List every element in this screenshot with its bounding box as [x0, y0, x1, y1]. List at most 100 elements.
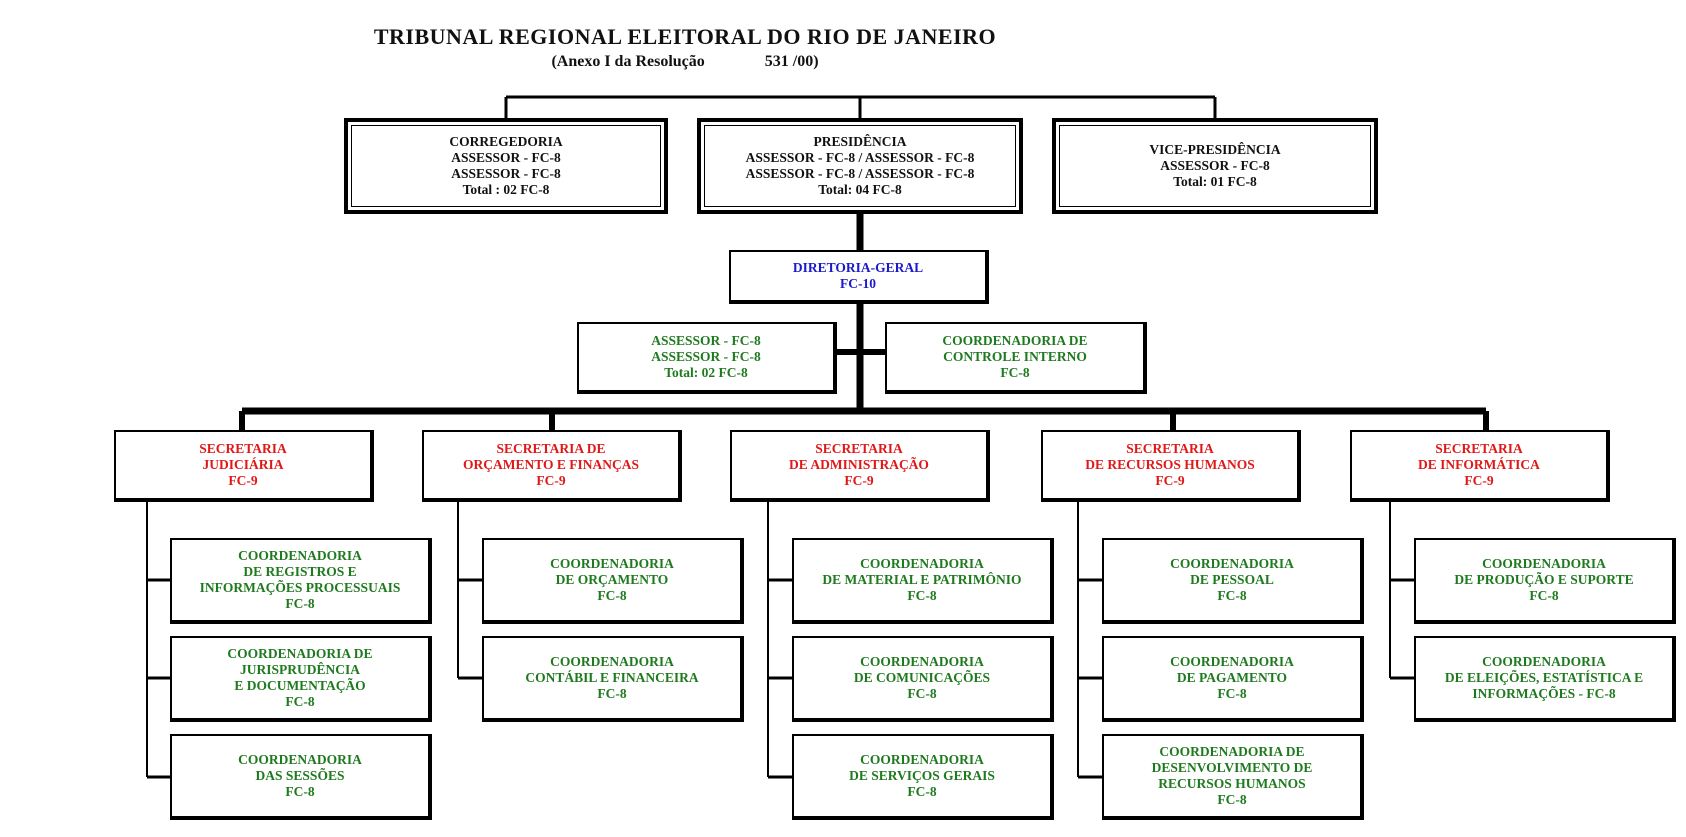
box-line: ASSESSOR - FC-8 [451, 150, 561, 165]
box-line: COORDENADORIA [238, 548, 362, 563]
box-line: DIRETORIA-GERAL [792, 260, 924, 275]
box-line: COORDENADORIA [550, 654, 674, 669]
box-line: COORDENADORIA DE [227, 646, 373, 661]
box-line: DE PAGAMENTO [1176, 670, 1288, 685]
coordenadoria-producao-suporte-box: COORDENADORIA DE PRODUÇÃO E SUPORTE FC-8 [1414, 538, 1676, 624]
box-line: SECRETARIA [1126, 441, 1214, 456]
box-line: ASSESSOR - FC-8 / ASSESSOR - FC-8 [745, 166, 975, 181]
secretaria-administracao-box: SECRETARIA DE ADMINISTRAÇÃO FC-9 [730, 430, 990, 502]
box-line: FC-10 [840, 276, 876, 291]
box-line: Total: 04 FC-8 [818, 182, 902, 197]
box-line: Total: 01 FC-8 [1173, 174, 1257, 189]
box-line: FC-9 [536, 473, 566, 488]
box-line: SECRETARIA DE [496, 441, 606, 456]
box-line: VICE-PRESIDÊNCIA [1149, 142, 1281, 157]
box-line: Total: 02 FC-8 [664, 365, 748, 380]
secretaria-orcamento-financas-box: SECRETARIA DE ORÇAMENTO E FINANÇAS FC-9 [422, 430, 682, 502]
box-line: JURISPRUDÊNCIA [239, 662, 360, 677]
box-line: COORDENADORIA [1482, 654, 1606, 669]
box-line: FC-8 [1529, 588, 1559, 603]
box-line: DE COMUNICAÇÕES [853, 670, 991, 685]
box-line: FC-9 [1155, 473, 1185, 488]
box-line: COORDENADORIA [550, 556, 674, 571]
box-line: SECRETARIA [199, 441, 287, 456]
box-line: COORDENADORIA [1170, 654, 1294, 669]
coordenadoria-comunicacoes-box: COORDENADORIA DE COMUNICAÇÕES FC-8 [792, 636, 1054, 722]
coordenadoria-desenvolvimento-box: COORDENADORIA DE DESENVOLVIMENTO DE RECU… [1102, 734, 1364, 820]
box-line: DE MATERIAL E PATRIMÔNIO [822, 572, 1022, 587]
box-line: ASSESSOR - FC-8 [1160, 158, 1270, 173]
box-line: FC-8 [1217, 792, 1247, 807]
box-line: FC-8 [907, 588, 937, 603]
chart-title: TRIBUNAL REGIONAL ELEITORAL DO RIO DE JA… [373, 24, 997, 49]
assessor-box: ASSESSOR - FC-8 ASSESSOR - FC-8 Total: 0… [577, 322, 837, 394]
box-line: FC-8 [907, 784, 937, 799]
box-line: COORDENADORIA [1170, 556, 1294, 571]
box-line: FC-8 [1000, 365, 1030, 380]
box-line: FC-8 [597, 588, 627, 603]
box-line: DE RECURSOS HUMANOS [1085, 457, 1255, 472]
box-line: COORDENADORIA [860, 654, 984, 669]
box-line: DAS SESSÕES [255, 768, 345, 783]
box-line: DE REGISTROS E [243, 564, 357, 579]
coordenadoria-pessoal-box: COORDENADORIA DE PESSOAL FC-8 [1102, 538, 1364, 624]
box-line: FC-8 [285, 784, 315, 799]
box-line: COORDENADORIA [860, 556, 984, 571]
box-line: SECRETARIA [815, 441, 903, 456]
box-line: DE SERVIÇOS GERAIS [849, 768, 995, 783]
box-line: FC-8 [907, 686, 937, 701]
box-line: DESENVOLVIMENTO DE [1151, 760, 1313, 775]
box-line: ASSESSOR - FC-8 [651, 333, 761, 348]
coordenadoria-contabil-box: COORDENADORIA CONTÁBIL E FINANCEIRA FC-8 [482, 636, 744, 722]
box-line: COORDENADORIA [860, 752, 984, 767]
box-line: FC-8 [285, 694, 315, 709]
box-line: JUDICIÁRIA [202, 457, 284, 472]
box-line: CONTÁBIL E FINANCEIRA [525, 670, 699, 685]
box-line: E DOCUMENTAÇÃO [234, 678, 366, 693]
box-line: DE ELEIÇÕES, ESTATÍSTICA E [1444, 670, 1644, 685]
box-line: FC-8 [597, 686, 627, 701]
box-line: DE PESSOAL [1190, 572, 1274, 587]
box-line: DE ORÇAMENTO [555, 572, 669, 587]
coordenadoria-pagamento-box: COORDENADORIA DE PAGAMENTO FC-8 [1102, 636, 1364, 722]
coordenadoria-sessoes-box: COORDENADORIA DAS SESSÕES FC-8 [170, 734, 432, 820]
coordenadoria-jurisprudencia-box: COORDENADORIA DE JURISPRUDÊNCIA E DOCUME… [170, 636, 432, 722]
vice-presidencia-box: VICE-PRESIDÊNCIA ASSESSOR - FC-8 Total: … [1052, 118, 1378, 214]
box-line: DE INFORMÁTICA [1418, 457, 1540, 472]
box-line: INFORMAÇÕES - FC-8 [1472, 686, 1616, 701]
box-line: FC-8 [285, 596, 315, 611]
secretaria-judiciaria-box: SECRETARIA JUDICIÁRIA FC-9 [114, 430, 374, 502]
secretaria-informatica-box: SECRETARIA DE INFORMÁTICA FC-9 [1350, 430, 1610, 502]
box-line: ORÇAMENTO E FINANÇAS [462, 457, 639, 472]
box-line: PRESIDÊNCIA [813, 134, 907, 149]
box-line: ASSESSOR - FC-8 [451, 166, 561, 181]
corregedoria-box: CORREGEDORIA ASSESSOR - FC-8 ASSESSOR - … [344, 118, 668, 214]
secretaria-recursos-humanos-box: SECRETARIA DE RECURSOS HUMANOS FC-9 [1041, 430, 1301, 502]
subtitle-resolution-number: 531 /00) [764, 53, 819, 70]
coordenadoria-orcamento-box: COORDENADORIA DE ORÇAMENTO FC-8 [482, 538, 744, 624]
box-line: ASSESSOR - FC-8 / ASSESSOR - FC-8 [745, 150, 975, 165]
box-line: CONTROLE INTERNO [943, 349, 1087, 364]
coordenadoria-material-box: COORDENADORIA DE MATERIAL E PATRIMÔNIO F… [792, 538, 1054, 624]
box-line: FC-9 [844, 473, 874, 488]
box-line: RECURSOS HUMANOS [1158, 776, 1306, 791]
box-line: ASSESSOR - FC-8 [651, 349, 761, 364]
box-line: COORDENADORIA [1482, 556, 1606, 571]
box-line: Total : 02 FC-8 [462, 182, 550, 197]
diretoria-geral-box: DIRETORIA-GERAL FC-10 [729, 250, 989, 304]
coordenadoria-eleicoes-box: COORDENADORIA DE ELEIÇÕES, ESTATÍSTICA E… [1414, 636, 1676, 722]
controle-interno-box: COORDENADORIA DE CONTROLE INTERNO FC-8 [885, 322, 1147, 394]
coordenadoria-registros-box: COORDENADORIA DE REGISTROS E INFORMAÇÕES… [170, 538, 432, 624]
box-line: DE ADMINISTRAÇÃO [789, 457, 929, 472]
box-line: CORREGEDORIA [449, 134, 563, 149]
box-line: FC-8 [1217, 588, 1247, 603]
box-line: COORDENADORIA DE [942, 333, 1088, 348]
presidencia-box: PRESIDÊNCIA ASSESSOR - FC-8 / ASSESSOR -… [697, 118, 1023, 214]
box-line: FC-8 [1217, 686, 1247, 701]
box-line: INFORMAÇÕES PROCESSUAIS [199, 580, 401, 595]
box-line: COORDENADORIA DE [1159, 744, 1305, 759]
box-line: FC-9 [1464, 473, 1494, 488]
box-line: COORDENADORIA [238, 752, 362, 767]
coordenadoria-servicos-gerais-box: COORDENADORIA DE SERVIÇOS GERAIS FC-8 [792, 734, 1054, 820]
